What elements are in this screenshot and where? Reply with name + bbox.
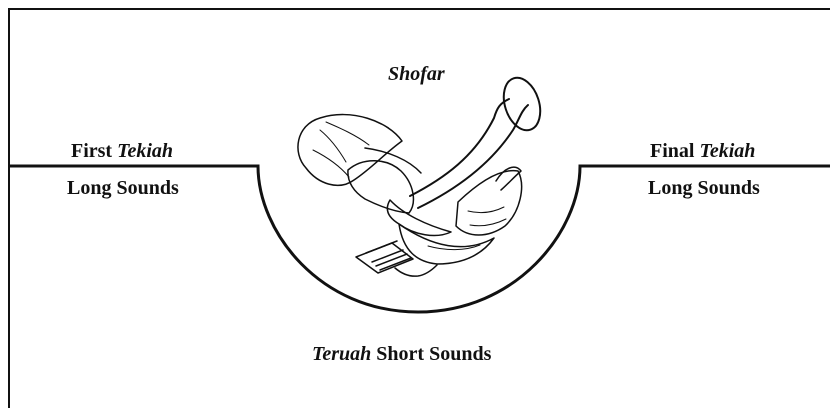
right-label-line1: Final Tekiah [650, 141, 755, 161]
shading-1 [313, 122, 369, 177]
right-label-line2: Long Sounds [648, 178, 760, 198]
left-label-italic: Tekiah [117, 140, 173, 162]
shofar-horn [410, 99, 509, 196]
left-label-line1: First Tekiah [71, 141, 173, 161]
bottom-label: Teruah Short Sounds [312, 344, 491, 364]
right-label-prefix: Final [650, 140, 699, 162]
bottom-label-italic: Teruah [312, 343, 371, 365]
shofar-player-illustration [298, 73, 547, 276]
left-label-line2: Long Sounds [67, 178, 179, 198]
left-label-prefix: First [71, 140, 117, 162]
beard [387, 200, 451, 235]
shofar-mouth [497, 73, 546, 135]
bottom-label-suffix: Short Sounds [371, 343, 491, 365]
chain [395, 265, 437, 276]
right-label-italic: Tekiah [699, 140, 755, 162]
book-spine [366, 241, 397, 253]
diagram-title: Shofar [388, 64, 445, 84]
face [348, 161, 414, 213]
